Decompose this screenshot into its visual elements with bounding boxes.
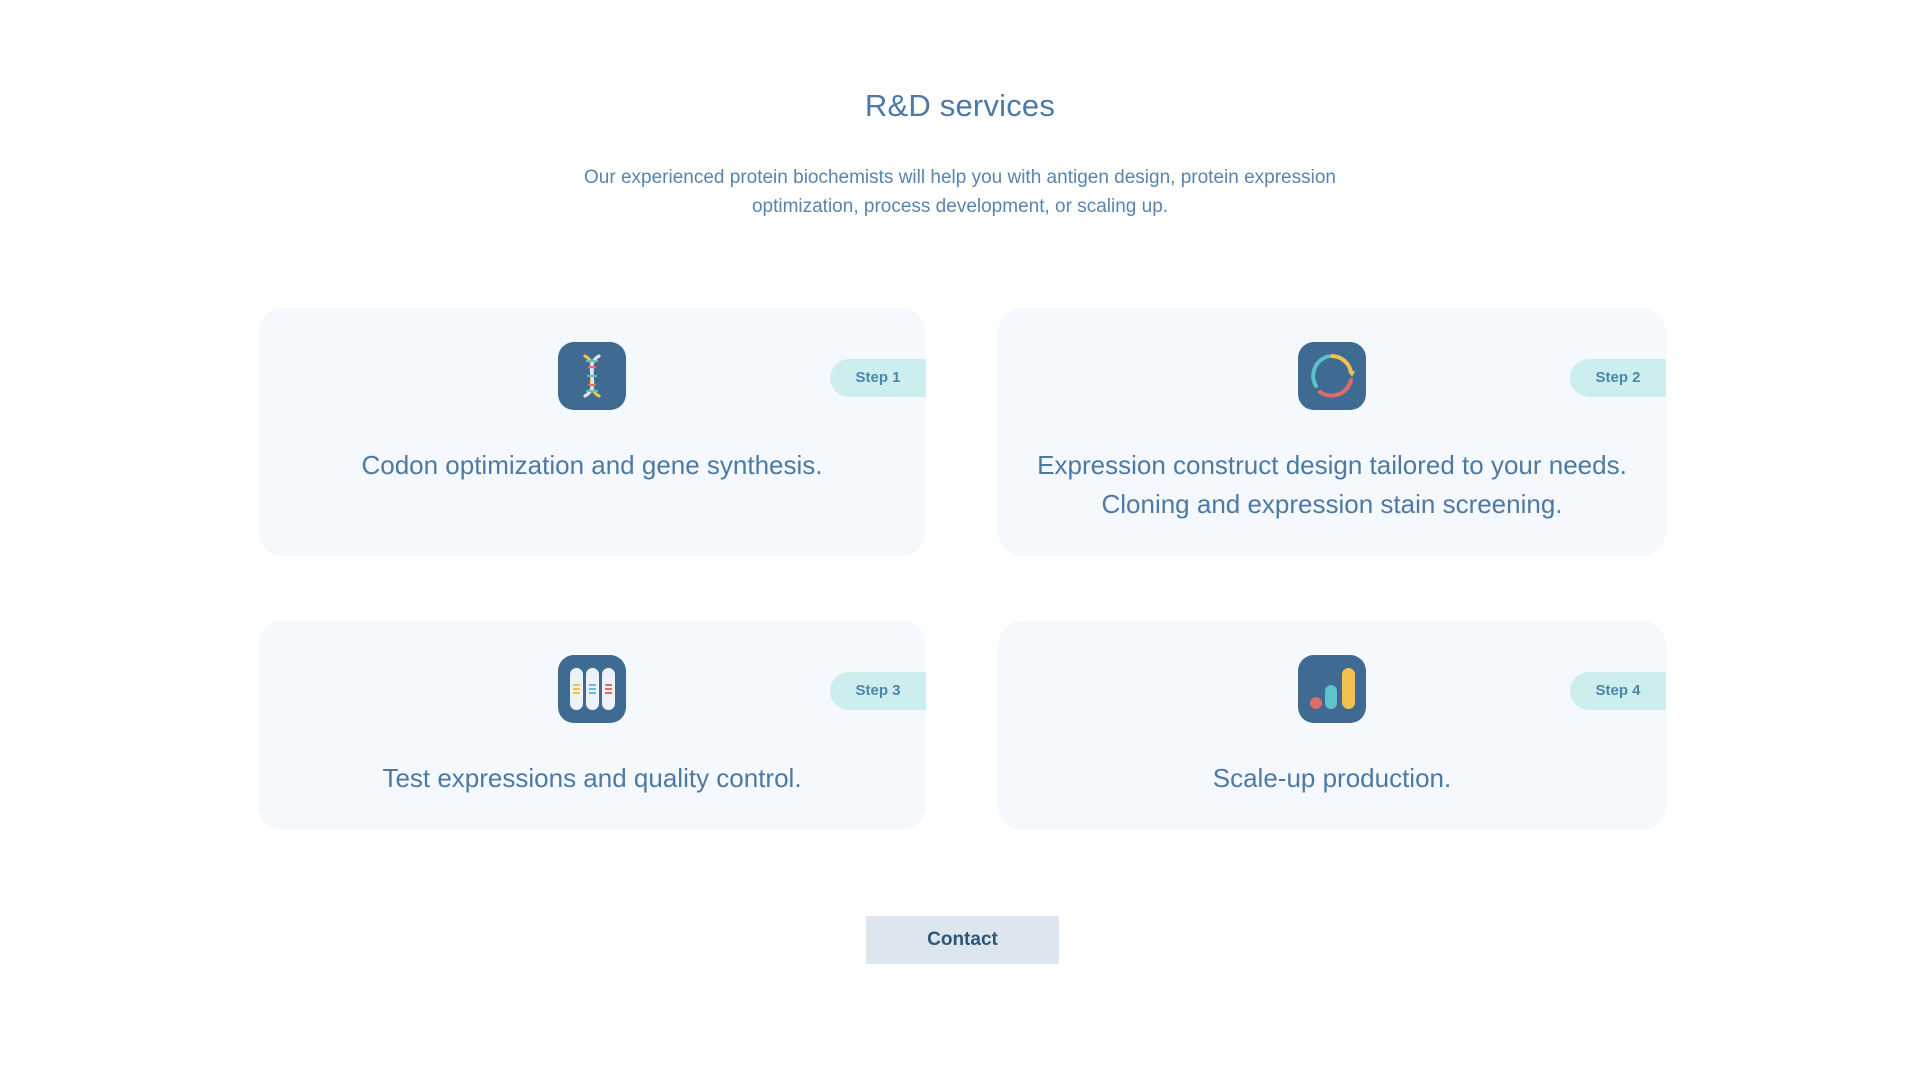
step-card-4: Step 4 Scale-up production. <box>998 621 1666 830</box>
step-badge: Step 1 <box>830 359 926 397</box>
step-badge: Step 2 <box>1570 359 1666 397</box>
step-description-line: Scale-up production. <box>1212 763 1452 793</box>
page-subtitle: Our experienced protein biochemists will… <box>584 167 1336 217</box>
step-card-3: Step 3 Test expressions and quality cont… <box>258 621 926 830</box>
step-card-2: Step 2 Expression construct design tailo… <box>998 308 1666 556</box>
bar-chart-icon <box>1298 655 1366 723</box>
step-description-line: Expression construct design tailored to … <box>1037 450 1627 480</box>
contact-button[interactable]: Contact <box>866 916 1059 964</box>
dna-icon <box>558 342 626 410</box>
step-description-line: Cloning and expression stain screening. <box>1101 489 1563 519</box>
step-description: Scale-up production. <box>1018 759 1646 798</box>
step-description: Test expressions and quality control. <box>278 759 906 798</box>
step-badge: Step 3 <box>830 672 926 710</box>
page-title: R&D services <box>864 88 1056 123</box>
test-tubes-icon <box>558 655 626 723</box>
cycle-arrows-icon <box>1298 342 1366 410</box>
step-description-line: Codon optimization and gene synthesis. <box>361 450 823 480</box>
step-badge: Step 4 <box>1570 672 1666 710</box>
step-description: Codon optimization and gene synthesis. <box>278 446 906 485</box>
step-description: Expression construct design tailored to … <box>1018 446 1646 524</box>
step-description-line: Test expressions and quality control. <box>382 763 802 793</box>
step-card-1: Step 1 Codon optimization and gene synth… <box>258 308 926 556</box>
